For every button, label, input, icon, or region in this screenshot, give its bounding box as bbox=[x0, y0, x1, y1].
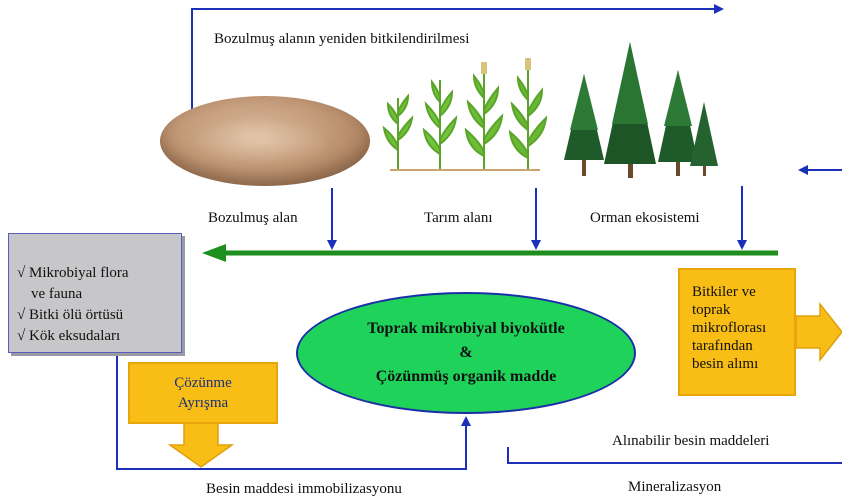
weathering-label: Ayrışma bbox=[177, 395, 229, 411]
decomposition-down-arrow bbox=[167, 419, 235, 468]
uptake-line: besin alımı bbox=[692, 356, 759, 372]
decomposition-label: Çözünme bbox=[174, 375, 232, 391]
inputs-item: ve fauna bbox=[31, 286, 83, 302]
inputs-item: √ Mikrobiyal flora bbox=[17, 265, 129, 281]
uptake-line: tarafından bbox=[692, 338, 753, 354]
grass-sprout-icon bbox=[382, 93, 414, 170]
ellipse-line-ampersand: & bbox=[459, 344, 473, 361]
mineralization-line bbox=[507, 447, 842, 464]
uptake-line: Bitkiler ve bbox=[692, 284, 756, 300]
uptake-line: toprak bbox=[692, 302, 731, 318]
microbial-biomass-ellipse: Toprak mikrobiyal biyokütle & Çözünmüş o… bbox=[296, 292, 636, 414]
immobilization-label: Besin maddesi immobilizasyonu bbox=[206, 481, 402, 497]
tree-icon bbox=[690, 102, 718, 176]
forest-trees-image bbox=[564, 42, 718, 178]
grass-sprout-icon bbox=[508, 58, 548, 170]
stage-label-degraded: Bozulmuş alan bbox=[208, 210, 298, 226]
crop-plants-image bbox=[382, 58, 548, 171]
inputs-box: √ Mikrobiyal flora ve fauna √ Bitki ölü … bbox=[8, 233, 182, 353]
revegetation-loop-line bbox=[191, 4, 724, 110]
revegetation-caption: Bozulmuş alanın yeniden bitkilendirilmes… bbox=[214, 31, 470, 47]
ellipse-line-dom: Çözünmüş organik madde bbox=[375, 368, 557, 385]
available-nutrients-label: Alınabilir besin maddeleri bbox=[612, 433, 770, 449]
succession-green-arrowhead bbox=[202, 244, 226, 262]
grass-sprout-icon bbox=[464, 62, 504, 170]
uptake-right-arrow bbox=[795, 301, 842, 363]
decomposition-box: Çözünme Ayrışma bbox=[128, 362, 278, 424]
immobilization-line bbox=[116, 352, 471, 470]
inputs-item: √ Kök eksudaları bbox=[17, 328, 121, 344]
mineralization-label: Mineralizasyon bbox=[628, 479, 722, 495]
tree-icon bbox=[604, 42, 656, 178]
tree-icon bbox=[564, 74, 604, 176]
tree-icon bbox=[658, 70, 698, 176]
stage-label-forest: Orman ekosistemi bbox=[590, 210, 700, 226]
degraded-land-image bbox=[160, 96, 370, 186]
nutrient-uptake-box: Bitkiler ve toprak mikroflorası tarafınd… bbox=[678, 268, 796, 396]
uptake-line: mikroflorası bbox=[692, 320, 767, 336]
grass-sprout-icon bbox=[422, 78, 458, 170]
inputs-item: √ Bitki ölü örtüsü bbox=[17, 307, 124, 323]
stage-label-agriculture: Tarım alanı bbox=[424, 210, 493, 226]
ellipse-line-biomass: Toprak mikrobiyal biyokütle bbox=[367, 320, 565, 337]
